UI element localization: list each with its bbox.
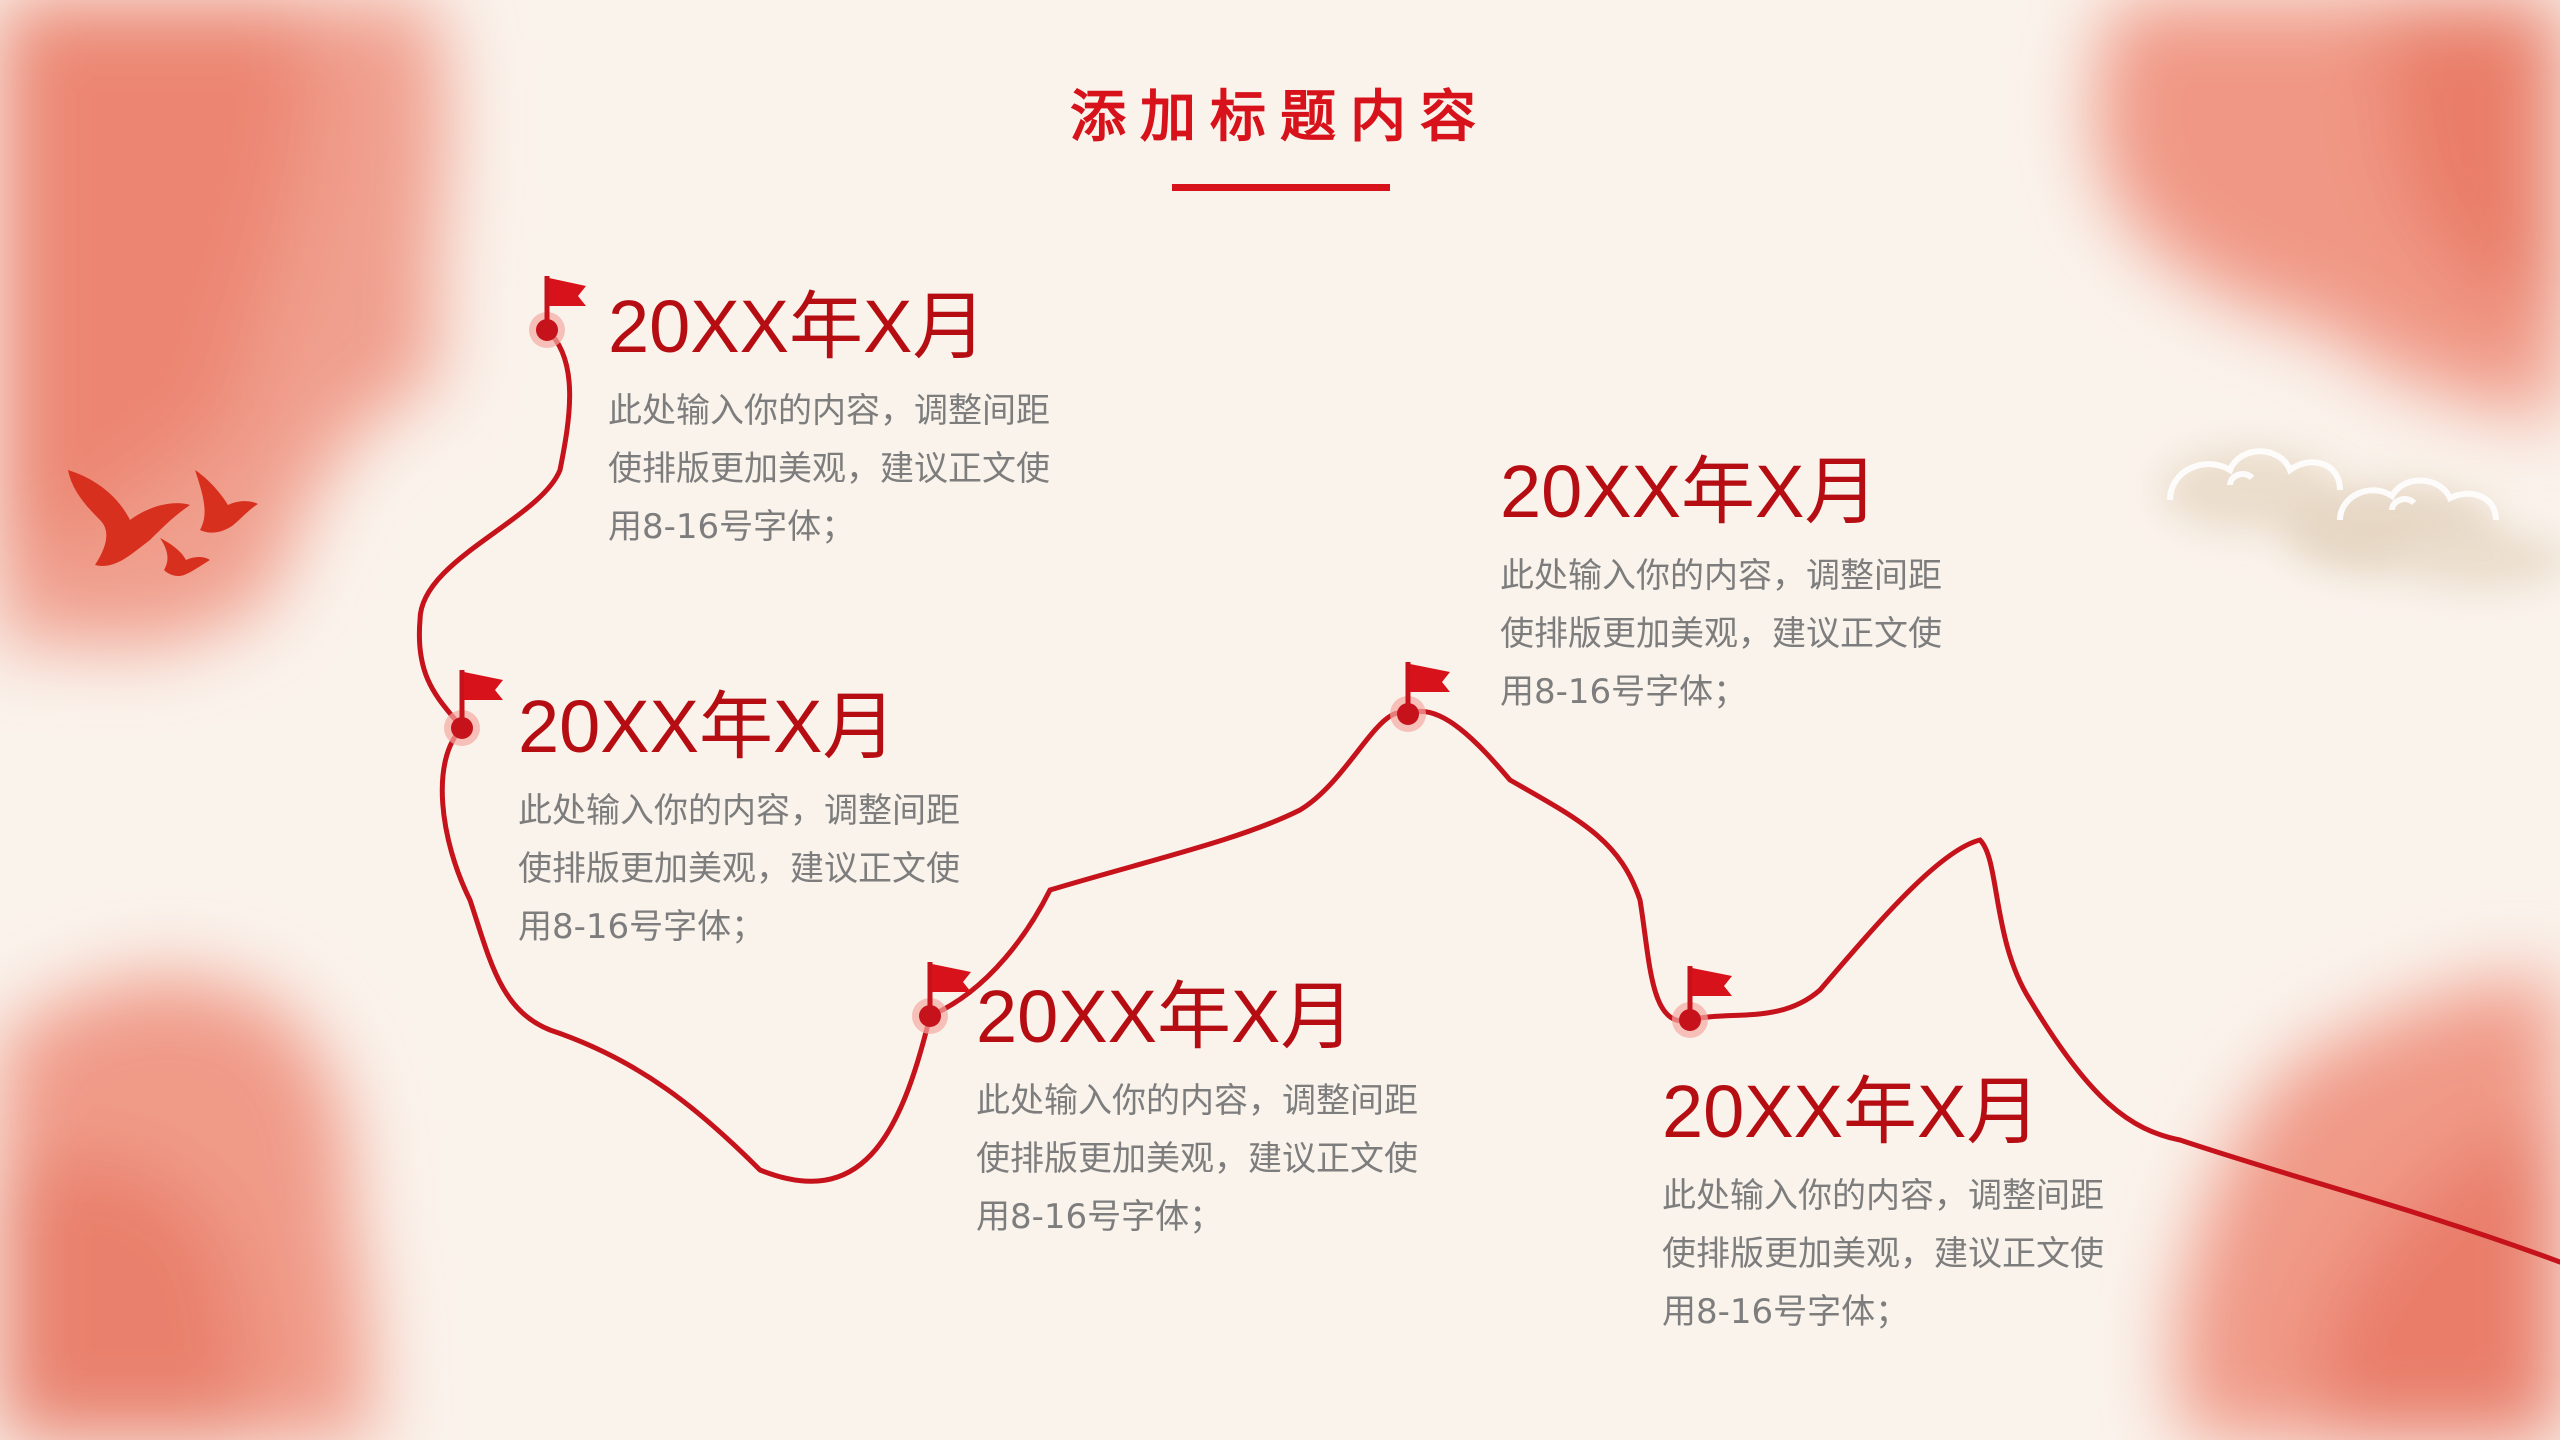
milestone-description: 此处输入你的内容，调整间距 使排版更加美观，建议正文使 用8-16号字体；	[518, 782, 1038, 956]
milestone-date: 20XX年X月	[518, 685, 897, 768]
milestone-date: 20XX年X月	[1500, 450, 1879, 533]
cloud-icon	[2167, 448, 2499, 521]
description-line: 用8-16号字体；	[608, 507, 856, 547]
flag-icon	[464, 672, 503, 700]
description-line: 使排版更加美观，建议正文使	[976, 1139, 1418, 1179]
watercolor-blot-bottom-right	[2175, 978, 2560, 1440]
milestone-date: 20XX年X月	[976, 975, 1355, 1058]
description-line: 此处输入你的内容，调整间距	[976, 1081, 1418, 1121]
title-underline	[1172, 184, 1390, 191]
watercolor-blot-top-right	[2096, 0, 2560, 420]
timeline-marker-3	[912, 962, 971, 1034]
milestone-1: 20XX年X月 此处输入你的内容，调整间距 使排版更加美观，建议正文使 用8-1…	[608, 290, 1128, 556]
timeline-path	[416, 327, 2560, 1265]
milestone-4: 20XX年X月 此处输入你的内容，调整间距 使排版更加美观，建议正文使 用8-1…	[1500, 455, 2020, 721]
description-line: 此处输入你的内容，调整间距	[608, 391, 1050, 431]
milestone-date: 20XX年X月	[1662, 1070, 2041, 1153]
flag-icon	[932, 964, 971, 992]
watercolor-blot-top-left	[0, 0, 447, 650]
description-line: 使排版更加美观，建议正文使	[608, 449, 1050, 489]
flag-icon	[1410, 664, 1450, 692]
description-line: 此处输入你的内容，调整间距	[518, 791, 960, 831]
timeline-marker-4	[1390, 662, 1450, 732]
timeline-marker-2	[444, 670, 503, 746]
milestone-3: 20XX年X月 此处输入你的内容，调整间距 使排版更加美观，建议正文使 用8-1…	[976, 980, 1496, 1246]
description-line: 此处输入你的内容，调整间距	[1500, 556, 1942, 596]
description-line: 用8-16号字体；	[976, 1197, 1224, 1237]
description-line: 使排版更加美观，建议正文使	[1662, 1234, 2104, 1274]
timeline-marker-5	[1672, 966, 1732, 1038]
description-line: 用8-16号字体；	[1500, 672, 1748, 712]
milestone-date: 20XX年X月	[608, 285, 987, 368]
page-title: 添加标题内容	[1070, 85, 1490, 150]
description-line: 使排版更加美观，建议正文使	[1500, 614, 1942, 654]
description-line: 使排版更加美观，建议正文使	[518, 849, 960, 889]
milestone-5: 20XX年X月 此处输入你的内容，调整间距 使排版更加美观，建议正文使 用8-1…	[1662, 1075, 2182, 1341]
description-line: 用8-16号字体；	[518, 907, 766, 947]
description-line: 用8-16号字体；	[1662, 1292, 1910, 1332]
milestone-description: 此处输入你的内容，调整间距 使排版更加美观，建议正文使 用8-16号字体；	[976, 1072, 1496, 1246]
flag-icon	[1692, 968, 1732, 996]
flag-icon	[549, 278, 586, 306]
description-line: 此处输入你的内容，调整间距	[1662, 1176, 2104, 1216]
watercolor-blot-bottom-left	[0, 976, 380, 1440]
dove-icon	[68, 470, 258, 577]
milestone-description: 此处输入你的内容，调整间距 使排版更加美观，建议正文使 用8-16号字体；	[608, 382, 1128, 556]
milestone-2: 20XX年X月 此处输入你的内容，调整间距 使排版更加美观，建议正文使 用8-1…	[518, 690, 1038, 956]
milestone-description: 此处输入你的内容，调整间距 使排版更加美观，建议正文使 用8-16号字体；	[1500, 547, 2020, 721]
timeline-marker-1	[529, 276, 586, 348]
milestone-description: 此处输入你的内容，调整间距 使排版更加美观，建议正文使 用8-16号字体；	[1662, 1167, 2182, 1341]
